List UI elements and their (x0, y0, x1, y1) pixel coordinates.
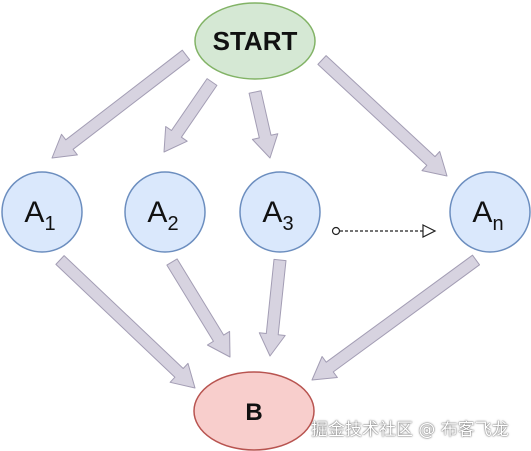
node-a2: A2 (124, 171, 206, 253)
an-sub: n (492, 213, 503, 235)
an-main: A (472, 196, 492, 229)
a2-circle (124, 171, 206, 253)
dashed-start-dot (331, 226, 341, 236)
arrow-start-to-a2 (163, 78, 218, 153)
arrow-a3-to-b (258, 258, 287, 357)
arrows-layer (51, 49, 480, 389)
a1-label: A1 (24, 196, 55, 235)
a2-sub: 2 (167, 213, 178, 235)
start-ellipse (194, 2, 316, 80)
arrow-start-to-an (317, 55, 448, 177)
arrow-start-to-a1 (51, 49, 191, 159)
b-label: B (245, 399, 262, 426)
dashed-connector (331, 224, 437, 238)
dashed-arrow-head (422, 224, 437, 238)
a1-circle (1, 171, 83, 253)
node-a3: A3 (239, 171, 321, 253)
b-node: B (193, 371, 315, 451)
arrow-a1-to-b (55, 255, 196, 389)
a2-label: A2 (147, 196, 178, 235)
node-an: An (449, 171, 531, 253)
a1-sub: 1 (44, 213, 55, 235)
b-ellipse (193, 371, 315, 451)
a3-circle (239, 171, 321, 253)
watermark-text: 掘金技术社区 @ 布客飞龙 (311, 420, 509, 440)
a2-main: A (147, 196, 167, 229)
a3-main: A (262, 196, 282, 229)
start-label: START (213, 26, 298, 56)
arrow-a2-to-b (166, 258, 231, 358)
an-circle (449, 171, 531, 253)
start-node: START (194, 2, 316, 80)
node-a1: A1 (1, 171, 83, 253)
a3-label: A3 (262, 196, 293, 235)
an-label: An (472, 196, 503, 235)
arrow-start-to-a3 (248, 90, 279, 159)
a1-main: A (24, 196, 44, 229)
arrow-an-to-b (311, 254, 480, 381)
a3-sub: 3 (282, 213, 293, 235)
